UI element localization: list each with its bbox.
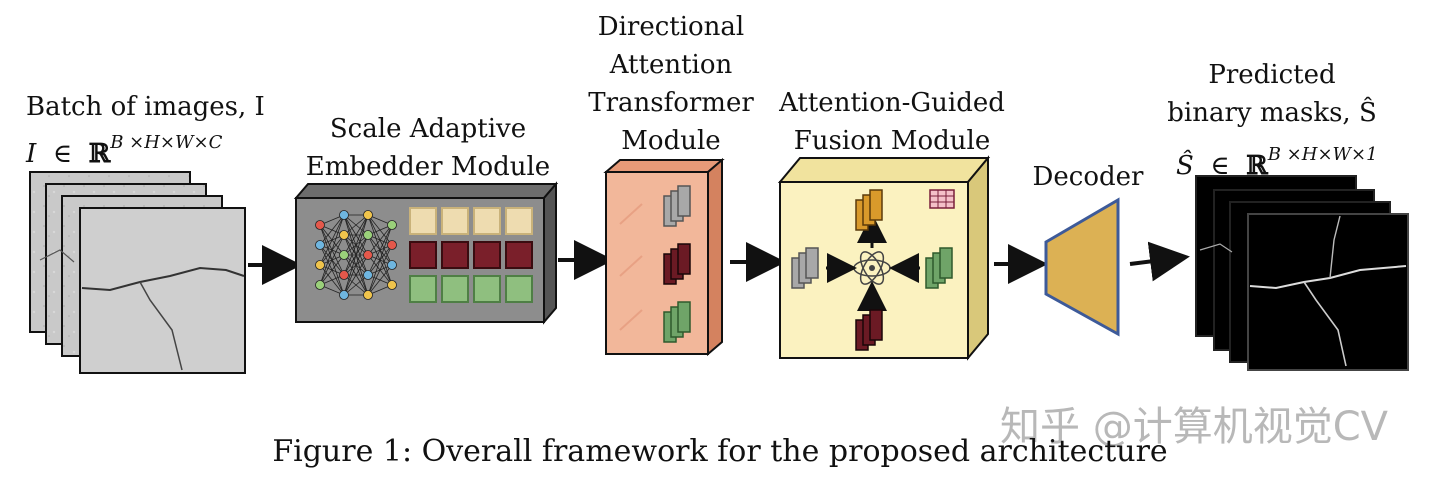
nn-node — [339, 270, 349, 280]
feature-map-icon — [473, 275, 501, 303]
feature-map-icon — [677, 185, 691, 217]
feature-map-icon — [409, 207, 437, 235]
decoder-label: Decoder — [1032, 162, 1144, 192]
nn-node — [339, 210, 349, 220]
feature-map-icon — [441, 207, 469, 235]
nn-connection — [367, 224, 393, 296]
nn-connection — [319, 214, 345, 266]
feature-map-icon — [505, 241, 533, 269]
nn-node — [363, 230, 373, 240]
transformer-feature-maps — [619, 185, 691, 343]
nn-connection — [343, 214, 369, 296]
input-shape: I ∈ ℝB ×H×W×C — [26, 132, 223, 169]
nn-node — [315, 260, 325, 270]
nn-connection — [319, 254, 345, 286]
nn-connection — [319, 234, 345, 286]
feature-map-icon — [505, 275, 533, 303]
nn-node — [315, 280, 325, 290]
feature-map-icon — [473, 207, 501, 235]
nn-node — [315, 240, 325, 250]
feature-map-icon — [869, 309, 883, 341]
nn-connection — [343, 234, 369, 296]
fusion-label: Attention-Guided Fusion Module — [779, 88, 1005, 156]
grid-icon — [929, 189, 955, 209]
nn-connection — [343, 254, 369, 296]
nn-connection — [319, 214, 345, 286]
nn-node — [387, 280, 397, 290]
nn-connection — [343, 274, 369, 296]
nn-node — [387, 240, 397, 250]
feature-map-icon — [677, 301, 691, 333]
feature-map-icon — [869, 189, 883, 221]
transformer-label: Directional Attention Transformer Module — [588, 12, 754, 156]
feature-map-icon — [441, 241, 469, 269]
feature-map-icon — [409, 275, 437, 303]
nn-connection — [319, 214, 345, 246]
neural-network-icon — [315, 210, 397, 300]
nn-node — [339, 250, 349, 260]
nn-node — [387, 260, 397, 270]
feature-map-icon — [473, 241, 501, 269]
nn-connection — [343, 214, 369, 256]
embedder-module — [293, 181, 559, 325]
direction-arrow-icon — [619, 255, 643, 277]
direction-arrow-icon — [619, 203, 643, 225]
nn-connection — [367, 244, 393, 296]
feature-map-icon — [409, 241, 437, 269]
fusion-module — [777, 155, 991, 361]
feature-map-icon — [505, 207, 533, 235]
flow-arrow — [1129, 241, 1190, 282]
nn-node — [363, 210, 373, 220]
direction-arrow-icon — [619, 309, 643, 331]
watermark: 知乎 @计算机视觉CV — [1000, 404, 1389, 450]
nn-connection — [367, 224, 393, 256]
transformer-module — [603, 157, 725, 357]
image-stack-icon — [29, 171, 246, 374]
nn-node — [363, 250, 373, 260]
figure-caption: Figure 1: Overall framework for the prop… — [272, 434, 1168, 469]
nn-connection — [367, 224, 393, 276]
nn-node — [363, 270, 373, 280]
feature-map-icon — [805, 247, 819, 279]
feature-map-grid — [409, 207, 533, 303]
nn-connection — [343, 214, 369, 276]
mask-stack-icon — [1195, 175, 1409, 371]
output-shape: Ŝ ∈ ℝB ×H×W×1 — [1176, 144, 1378, 181]
nn-connection — [343, 214, 369, 236]
nn-node — [339, 290, 349, 300]
nn-node — [339, 230, 349, 240]
nn-node — [363, 290, 373, 300]
nn-connection — [367, 264, 393, 296]
feature-map-icon — [677, 243, 691, 275]
output-label: Predicted binary masks, Ŝ — [1167, 60, 1377, 128]
nn-node — [315, 220, 325, 230]
nn-node — [387, 220, 397, 230]
feature-map-icon — [441, 275, 469, 303]
decoder-block — [1044, 197, 1120, 337]
input-title: Batch of images, I — [26, 92, 265, 122]
feature-map-icon — [939, 247, 953, 279]
embedder-label: Scale Adaptive Embedder Module — [305, 114, 551, 182]
